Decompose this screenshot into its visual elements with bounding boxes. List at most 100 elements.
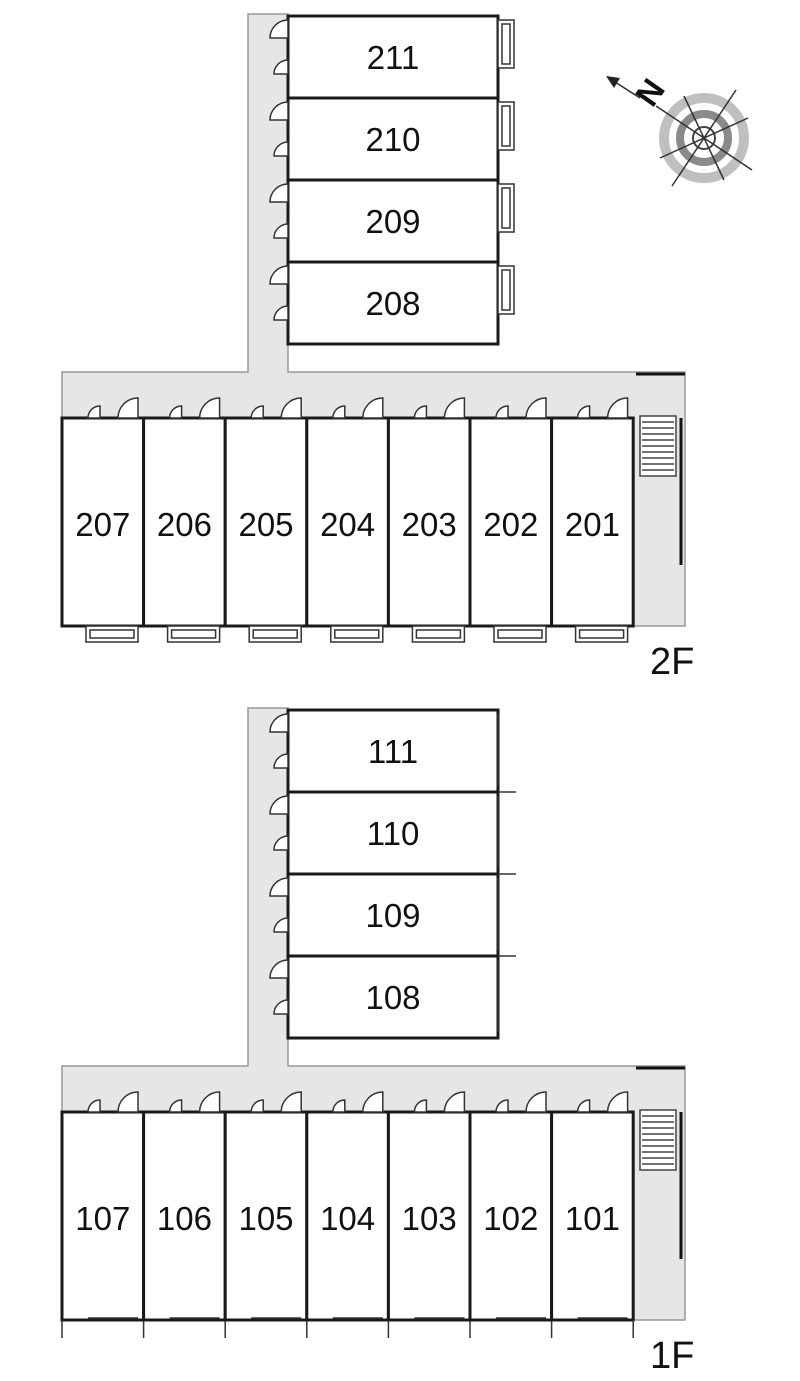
unit-203[interactable]: 203 bbox=[386, 397, 472, 643]
unit-210[interactable]: 210 bbox=[269, 96, 515, 182]
staircase bbox=[639, 1109, 677, 1171]
door-icon bbox=[269, 795, 289, 815]
unit-number: 105 bbox=[238, 1200, 293, 1237]
unit-206[interactable]: 206 bbox=[142, 397, 227, 643]
room-outline bbox=[386, 416, 472, 628]
unit-number: 109 bbox=[365, 897, 420, 934]
door-icon bbox=[198, 397, 221, 419]
door-icon bbox=[117, 397, 139, 419]
room-outline bbox=[468, 416, 554, 628]
door-icon bbox=[362, 397, 384, 419]
unit-101[interactable]: 101 bbox=[550, 1091, 635, 1338]
door-icon bbox=[273, 223, 289, 239]
door-icon bbox=[332, 405, 346, 419]
room-outline bbox=[60, 1110, 146, 1322]
door-icon bbox=[87, 1099, 101, 1113]
door-icon bbox=[117, 1091, 139, 1113]
unit-number: 107 bbox=[75, 1200, 130, 1237]
door-icon bbox=[168, 405, 183, 419]
door-icon bbox=[576, 1099, 591, 1113]
unit-111[interactable]: 111 bbox=[269, 708, 500, 794]
staircase bbox=[639, 415, 677, 477]
unit-number: 106 bbox=[157, 1200, 212, 1237]
floor-label: 1F bbox=[650, 1335, 694, 1377]
door-icon bbox=[87, 405, 101, 419]
door-icon bbox=[606, 1091, 629, 1113]
door-icon bbox=[576, 405, 591, 419]
unit-105[interactable]: 105 bbox=[223, 1091, 309, 1338]
door-icon bbox=[443, 1091, 466, 1113]
unit-104[interactable]: 104 bbox=[305, 1091, 390, 1338]
room-outline bbox=[550, 1110, 635, 1322]
door-icon bbox=[443, 397, 466, 419]
door-icon bbox=[269, 265, 289, 285]
unit-number: 104 bbox=[320, 1200, 375, 1237]
room-outline bbox=[286, 96, 500, 182]
door-icon bbox=[269, 713, 289, 733]
door-icon bbox=[273, 305, 289, 321]
door-icon bbox=[280, 397, 302, 419]
unit-207[interactable]: 207 bbox=[60, 397, 146, 643]
door-icon bbox=[413, 405, 428, 419]
door-icon bbox=[273, 141, 289, 157]
room-outline bbox=[142, 416, 227, 628]
unit-number: 110 bbox=[367, 815, 420, 852]
door-icon bbox=[269, 959, 289, 979]
room-outline bbox=[286, 790, 500, 876]
unit-205[interactable]: 205 bbox=[223, 397, 309, 643]
floor-label: 2F bbox=[650, 641, 694, 683]
unit-number: 102 bbox=[483, 1200, 538, 1237]
door-icon bbox=[413, 1099, 428, 1113]
door-icon bbox=[198, 1091, 221, 1113]
room-outline bbox=[286, 14, 500, 100]
door-icon bbox=[168, 1099, 183, 1113]
door-icon bbox=[250, 1099, 264, 1113]
door-icon bbox=[250, 405, 264, 419]
unit-number: 202 bbox=[483, 506, 538, 543]
door-icon bbox=[280, 1091, 302, 1113]
north-arrow-icon bbox=[606, 76, 620, 88]
door-icon bbox=[273, 59, 289, 75]
door-icon bbox=[332, 1099, 346, 1113]
unit-108[interactable]: 108 bbox=[269, 954, 516, 1040]
door-icon bbox=[362, 1091, 384, 1113]
room-outline bbox=[60, 416, 146, 628]
door-icon bbox=[273, 835, 289, 851]
unit-208[interactable]: 208 bbox=[269, 260, 515, 346]
north-label: N bbox=[628, 72, 672, 113]
unit-number: 108 bbox=[365, 979, 420, 1016]
unit-number: 101 bbox=[565, 1200, 620, 1237]
unit-107[interactable]: 107 bbox=[60, 1091, 146, 1338]
unit-number: 207 bbox=[75, 506, 130, 543]
room-outline bbox=[286, 954, 500, 1040]
unit-109[interactable]: 109 bbox=[269, 872, 516, 958]
unit-204[interactable]: 204 bbox=[305, 397, 390, 643]
unit-110[interactable]: 110 bbox=[269, 790, 516, 876]
unit-102[interactable]: 102 bbox=[468, 1091, 554, 1338]
unit-number: 201 bbox=[565, 506, 620, 543]
unit-202[interactable]: 202 bbox=[468, 397, 554, 643]
unit-209[interactable]: 209 bbox=[269, 178, 515, 264]
door-icon bbox=[269, 183, 289, 203]
unit-211[interactable]: 211 bbox=[269, 14, 515, 100]
door-icon bbox=[495, 405, 509, 419]
unit-number: 211 bbox=[367, 39, 420, 76]
room-outline bbox=[305, 1110, 390, 1322]
unit-number: 210 bbox=[365, 121, 420, 158]
door-icon bbox=[269, 877, 289, 897]
door-icon bbox=[525, 1091, 547, 1113]
unit-number: 206 bbox=[157, 506, 212, 543]
door-icon bbox=[606, 397, 629, 419]
unit-103[interactable]: 103 bbox=[386, 1091, 472, 1338]
door-icon bbox=[273, 999, 289, 1015]
unit-number: 103 bbox=[402, 1200, 457, 1237]
unit-106[interactable]: 106 bbox=[142, 1091, 227, 1338]
unit-number: 204 bbox=[320, 506, 375, 543]
unit-201[interactable]: 201 bbox=[550, 397, 635, 643]
unit-number: 111 bbox=[368, 733, 418, 770]
door-icon bbox=[273, 917, 289, 933]
room-outline bbox=[142, 1110, 227, 1322]
compass-rose-icon: N bbox=[606, 72, 753, 187]
